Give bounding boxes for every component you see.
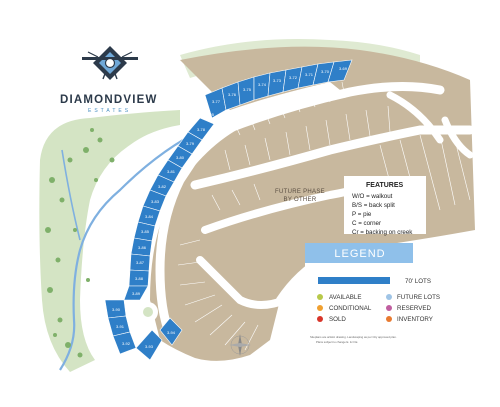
feature-item: B/S = back split (352, 202, 395, 209)
lot-shape (159, 317, 183, 346)
roads (155, 65, 475, 340)
lot-label: 3-95 (206, 112, 215, 117)
lot-label: 3-69 (339, 66, 348, 71)
brand-subtitle: ESTATES (88, 108, 131, 114)
lot-shape (327, 59, 353, 83)
lot-label: 3-91 (116, 324, 125, 329)
lot-label: 3-92 (122, 341, 131, 346)
status-label: AVAILABLE (329, 294, 361, 301)
compass-rose-icon (229, 334, 251, 356)
lot-label: 3-78 (197, 127, 206, 132)
lot-label: 3-72 (289, 75, 298, 80)
lot-label: 3-81 (167, 169, 176, 174)
lot-size-swatch (318, 277, 390, 284)
lots-70ft (104, 59, 353, 361)
lot-label: 3-80 (176, 155, 185, 160)
features-box: FEATURES W/O = walkout B/S = back split … (344, 176, 426, 236)
status-label: FUTURE LOTS (397, 294, 440, 301)
status-dot (386, 294, 392, 300)
status-dot (317, 305, 323, 311)
status-label: CONDITIONAL (329, 305, 372, 312)
status-dot (386, 316, 392, 322)
feature-item: C = corner (352, 220, 381, 227)
status-dot (386, 305, 392, 311)
status-dot (317, 294, 323, 300)
feature-item: W/O = walkout (352, 193, 393, 200)
lot-label: 3-90 (112, 307, 121, 312)
lot-label: 3-77 (212, 99, 221, 104)
lot-shape (135, 329, 163, 361)
disclaimer-line: Siteplans are artistic drawing. Landscap… (310, 335, 397, 339)
future-phase-label: FUTURE PHASE (275, 189, 325, 195)
lot-label: 3-93 (145, 344, 154, 349)
creek (59, 127, 206, 371)
lot-label: 3-94 (167, 330, 176, 335)
lot-label: 3-71 (305, 72, 314, 77)
airplane-diamond-icon (82, 46, 138, 80)
lot-shape (123, 285, 149, 301)
lot-label: 3-89 (132, 291, 141, 296)
lot-label: 3-85 (141, 229, 150, 234)
legend-panel: LEGEND 70' LOTS AVAILABLE CONDITIONAL SO… (305, 243, 491, 353)
feature-item: P = pie (352, 211, 372, 218)
status-label: RESERVED (397, 305, 431, 312)
lot-label: 3-86 (138, 245, 147, 250)
lot-labels: 3-69 3-70 3-71 3-72 3-73 3-74 3-75 3-76 … (112, 66, 348, 349)
cul-de-sac-island (143, 307, 153, 317)
lot-label: 3-73 (273, 78, 282, 83)
future-phase-label-sub: BY OTHER (284, 197, 317, 203)
lot-label: 3-82 (158, 184, 167, 189)
lot-label: 3-87 (136, 260, 145, 265)
disclaimer-line: Plans subject to change E. & O.E. (316, 340, 358, 344)
lot-label: 3-88 (135, 276, 144, 281)
feature-item: Cr = backing on creek (352, 229, 413, 236)
lot-dividers (177, 81, 471, 351)
status-dot (317, 316, 323, 322)
lot-label: 3-83 (151, 199, 160, 204)
lot-label: 3-70 (321, 69, 330, 74)
legend-title: LEGEND (334, 248, 385, 260)
lot-label: 3-76 (228, 92, 237, 97)
features-title: FEATURES (366, 182, 404, 189)
brand-name: DIAMONDVIEW (60, 94, 158, 106)
green-space-upper (180, 39, 420, 78)
lot-label: 3-74 (258, 82, 267, 87)
creek-branch (61, 149, 81, 241)
lot-label: 3-79 (186, 141, 195, 146)
future-phase-parcel (150, 46, 475, 361)
status-label: SOLD (329, 316, 346, 323)
status-label: INVENTORY (397, 316, 433, 323)
lot-label: 3-84 (145, 214, 154, 219)
trees (45, 48, 302, 358)
lot-label: 3-75 (243, 87, 252, 92)
lot-size-label: 70' LOTS (405, 278, 431, 285)
